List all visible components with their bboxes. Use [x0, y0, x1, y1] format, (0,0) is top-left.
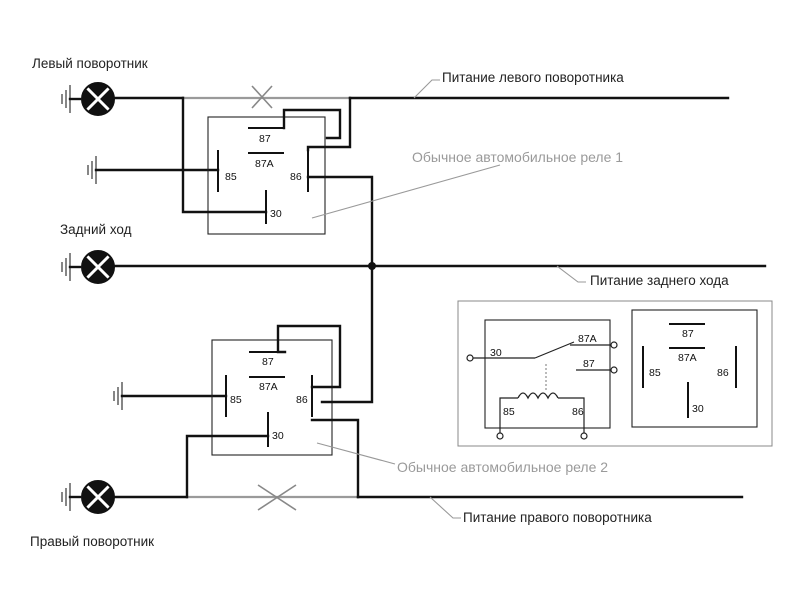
relay1-pin-86: 86 [290, 171, 302, 183]
left-turn-lamp-label: Левый поворотник [32, 56, 148, 71]
relay2-pin-87: 87 [262, 356, 274, 368]
relay2-wiring [185, 264, 374, 499]
relay2-pin-85: 85 [230, 394, 242, 406]
pinout-86: 86 [717, 367, 729, 379]
legend-pin-87: 87 [583, 358, 595, 370]
pinout-30: 30 [692, 403, 704, 415]
right-turn-lamp-label: Правый поворотник [30, 534, 154, 549]
ground-symbol-reverse-lamp [61, 253, 82, 281]
pinout-85: 85 [649, 367, 661, 379]
relay-legend-panel: 30 87A 87 85 86 87 87A 85 86 30 [457, 300, 773, 447]
cut-mark-right [257, 484, 297, 511]
relay1-pin-30: 30 [270, 208, 282, 220]
relay2-box: 87 87A 85 86 30 [211, 339, 333, 456]
ground-symbol-left-lamp [61, 85, 82, 113]
relay2-pin-30: 30 [272, 430, 284, 442]
relay1-box: 87 87A 85 86 30 [207, 116, 326, 235]
reverse-lamp-label: Задний ход [60, 222, 132, 237]
leader-lines [311, 79, 586, 519]
reverse-power-label: Питание заднего хода [590, 273, 729, 288]
cut-mark-left [251, 85, 273, 109]
reverse-lamp-icon [81, 250, 115, 284]
relay2-caption: Обычное автомобильное реле 2 [397, 459, 608, 475]
ground-symbol-relay1 [87, 156, 220, 184]
relay1-pin-87: 87 [259, 133, 271, 145]
right-lamp-icon [81, 480, 115, 514]
relay1-pin-85: 85 [225, 171, 237, 183]
pinout-87a: 87A [678, 352, 697, 364]
legend-relay-schematic: 30 87A 87 85 86 [466, 319, 618, 440]
left-turn-power-label: Питание левого поворотника [442, 70, 624, 85]
legend-relay-pinout: 87 87A 85 86 30 [631, 309, 758, 428]
relay1-wiring [181, 96, 374, 268]
relay1-pin-87a: 87A [255, 158, 274, 170]
legend-pin-30: 30 [490, 347, 502, 359]
relay1-caption: Обычное автомобильное реле 1 [412, 149, 623, 165]
ground-symbol-right-lamp [61, 483, 82, 511]
junction-dot [368, 262, 376, 270]
legend-pin-85: 85 [503, 406, 515, 418]
right-turn-power-label: Питание правого поворотника [463, 510, 652, 525]
legend-pin-87a: 87A [578, 333, 597, 345]
left-lamp-icon [81, 82, 115, 116]
ground-symbol-relay2 [113, 382, 228, 410]
legend-pin-86: 86 [572, 406, 584, 418]
pinout-87: 87 [682, 328, 694, 340]
relay2-pin-86: 86 [296, 394, 308, 406]
relay2-pin-87a: 87A [259, 381, 278, 393]
